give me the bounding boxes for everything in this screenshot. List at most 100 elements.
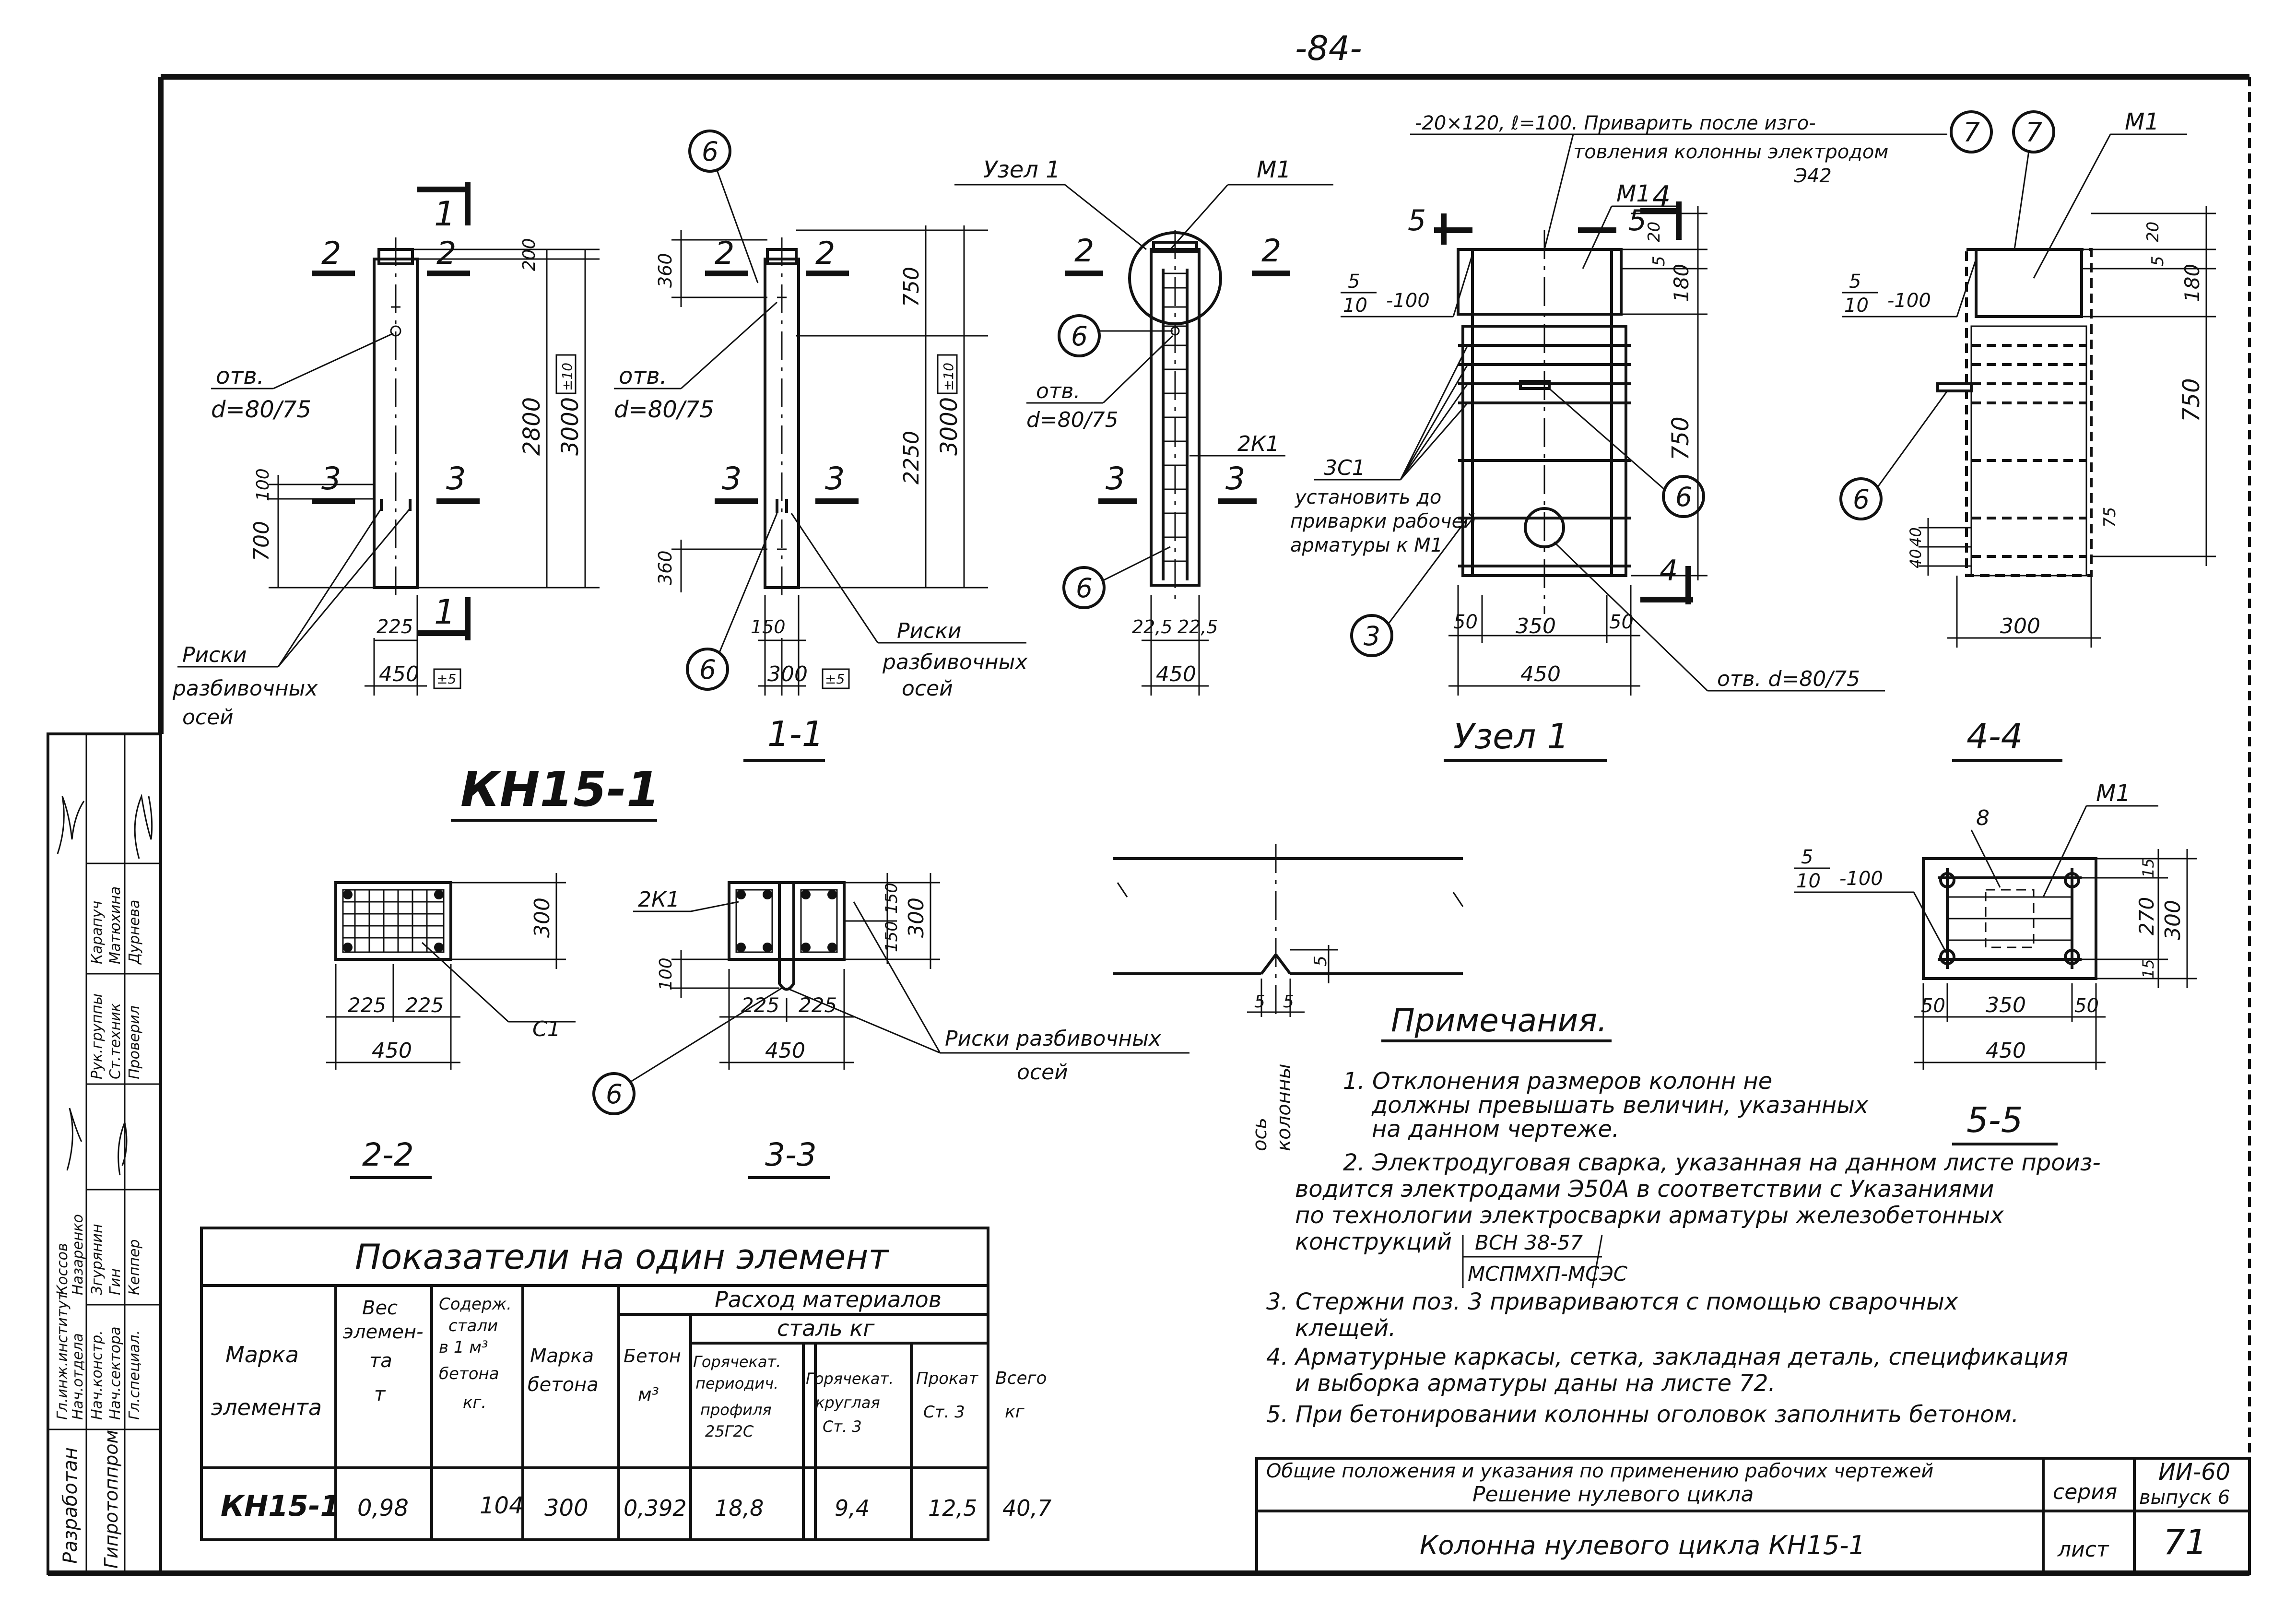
front-hole-label: отв.	[216, 363, 264, 389]
signature-2	[134, 793, 153, 859]
table-head-steel-3: в 1 м³	[439, 1338, 488, 1357]
table-head-mark-2: элемента	[211, 1394, 322, 1420]
node1-dim-450: 450	[1520, 662, 1561, 686]
stamp-org-2: Гипротоппром	[101, 1430, 122, 1569]
node1-weld-note-1: -20×120, ℓ=100. Приварить после изго-	[1415, 112, 1816, 134]
stamp-role-6: Рук.группы	[89, 993, 106, 1079]
sec44-dim-40-b: 40	[1907, 549, 1925, 568]
stamp-role-2: Нач.отдела	[70, 1333, 86, 1420]
note-line-4: 2. Электродуговая сварка, указанная на д…	[1343, 1149, 2101, 1176]
node1-install-note-1: установить до	[1295, 486, 1441, 508]
sec33-marks-label-2: осей	[1017, 1060, 1068, 1085]
node1-weld-top: 5	[1348, 271, 1360, 293]
node1-frame-label: 3С1	[1324, 456, 1366, 480]
sec55-dim-270: 270	[2135, 897, 2158, 935]
table-head-mark-1: Марка	[225, 1342, 299, 1368]
node1-section-4-bottom: 4	[1660, 554, 1678, 588]
side-stamp: Разработан Гипротоппром Гл.инж.институт …	[47, 732, 162, 1575]
section-4-4: 7 М1 5 10 -100 6 20 5 180 750 40 40 75 3…	[1839, 108, 2216, 762]
front-marks-label-1: Риски	[182, 643, 247, 667]
table-head-steel-kg: сталь кг	[777, 1315, 875, 1341]
front-dim-200: 200	[519, 238, 539, 271]
note-norm-bottom: МСПМХП-МСЭС	[1468, 1262, 1628, 1286]
node1-title: Узел 1	[1453, 716, 1569, 756]
sec33-callout-6: 6	[606, 1079, 623, 1109]
stamp-role-1: Гл.инж.институт	[54, 1291, 71, 1420]
front-section-3-left: 3	[321, 461, 341, 497]
sec44-dim-300: 300	[2000, 614, 2040, 638]
section-3-3: 2К1 150 150 300 100 225 225 450 6 Риски …	[592, 873, 1189, 1179]
sec55-callout-8: 8	[1976, 806, 1990, 830]
stamp-name-3: Згурянин	[89, 1224, 106, 1295]
sec44-callout-6: 6	[1853, 484, 1870, 515]
rebar-callout-6-bottom: 6	[1076, 573, 1093, 603]
sec55-dim-300: 300	[2161, 900, 2185, 940]
stamp-org-1: Разработан	[59, 1447, 82, 1564]
table-head-weight-1: Вес	[362, 1297, 398, 1319]
note-line-7: конструкций	[1295, 1228, 1452, 1255]
front-marks-label-3: осей	[182, 705, 234, 730]
node1-weld-note-3: Э42	[1793, 165, 1832, 187]
note-line-6: по технологии электросварки арматуры жел…	[1295, 1202, 2004, 1229]
front-hole-diameter: d=80/75	[211, 396, 311, 423]
side-dim-360-top: 360	[655, 253, 676, 288]
sec22-dim-450: 450	[372, 1039, 412, 1063]
axis-dim-5-left: 5	[1254, 992, 1265, 1012]
sec33-dim-450: 450	[765, 1039, 805, 1063]
page-number: -84-	[1295, 29, 1362, 68]
rebar-dim-22-5-left: 22,5	[1132, 616, 1173, 637]
side-marks-label-1: Риски	[897, 619, 962, 643]
note-line-11: и выборка арматуры даны на листе 72.	[1295, 1370, 1776, 1397]
title-block: Общие положения и указания по применению…	[1255, 1457, 2251, 1575]
node-1-detail: -20×120, ℓ=100. Приварить после изго- то…	[1290, 110, 1993, 762]
note-norm-top: ВСН 38-57	[1475, 1231, 1583, 1254]
table-head-weight-3: та	[369, 1350, 392, 1372]
title-block-series-value: ИИ-60	[2158, 1459, 2230, 1486]
table-cell-round: 9,4	[835, 1495, 870, 1521]
note-line-2: должны превышать величин, указанных	[1371, 1092, 1869, 1119]
table-cell-weight: 0,98	[357, 1495, 409, 1522]
side-tolerance-10: ±10	[941, 363, 956, 391]
table-head-periodic-3: профиля	[700, 1401, 772, 1419]
node1-callout-7: 7	[1963, 117, 1980, 148]
table-head-steel-4: бетона	[439, 1364, 499, 1383]
rebar-hole-diameter: d=80/75	[1026, 408, 1119, 432]
table-head-consumption: Расход материалов	[715, 1287, 942, 1312]
table-head-rolled-1: Прокат	[916, 1369, 978, 1388]
node1-section-5-left: 5	[1408, 204, 1426, 237]
node1-dim-180: 180	[1670, 264, 1693, 302]
sec44-dim-40-a: 40	[1907, 527, 1925, 547]
sec55-dim-50-left: 50	[1921, 995, 1945, 1017]
notes: Примечания. 1. Отклонения размеров колон…	[1266, 1002, 2101, 1428]
side-dim-750: 750	[899, 267, 924, 307]
front-section-2-right: 2	[436, 236, 456, 271]
stamp-role-4: Нач.сектора	[107, 1326, 124, 1420]
sec33-dim-150-b: 150	[882, 921, 901, 952]
note-line-3: на данном чертеже.	[1372, 1116, 1619, 1143]
side-hole-diameter: d=80/75	[614, 396, 714, 423]
sec33-dim-225-right: 225	[799, 993, 837, 1017]
stamp-name-1: Коссов	[54, 1243, 71, 1295]
side-section-2-right: 2	[815, 236, 835, 271]
sec33-dim-300: 300	[904, 897, 929, 938]
side-section-2-left: 2	[715, 236, 734, 271]
table-cell-total: 40,7	[1002, 1495, 1051, 1521]
node1-dim-750: 750	[1667, 416, 1694, 460]
table-head-steel-2: стали	[448, 1316, 498, 1335]
node1-dim-50-right: 50	[1609, 611, 1634, 633]
sec44-callout-7: 7	[2025, 117, 2042, 148]
table-head-weight-4: т	[374, 1383, 386, 1405]
side-dim-2250: 2250	[899, 431, 924, 484]
table-head-steel-5: кг.	[463, 1393, 486, 1412]
table-cell-rolled: 12,5	[928, 1495, 977, 1521]
sec22-dim-225-left: 225	[348, 993, 386, 1017]
sec33-title: 3-3	[765, 1136, 817, 1173]
table-head-periodic-1: Горячекат.	[693, 1353, 781, 1371]
side-section-3-right: 3	[825, 461, 845, 497]
stamp-name-4: Гин	[107, 1268, 124, 1295]
sec44-dim-750: 750	[2178, 378, 2205, 422]
sec55-title: 5-5	[1966, 1100, 2023, 1140]
rebar-section-2-left: 2	[1074, 233, 1094, 269]
sec44-title: 4-4	[1966, 716, 2023, 756]
